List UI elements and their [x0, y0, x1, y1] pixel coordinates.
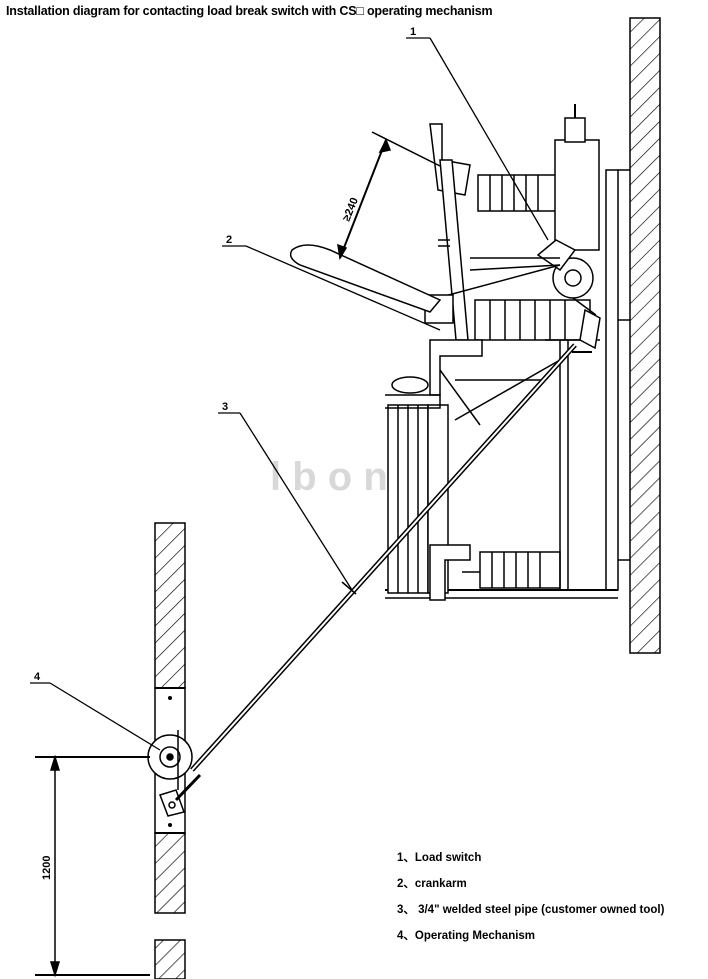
watermark-text: l b o n: [270, 455, 388, 499]
callout-leaders: [30, 37, 549, 751]
callout-4: 4: [34, 671, 41, 683]
clearance-dimension: [337, 131, 441, 261]
right-wall: [629, 17, 661, 654]
callout-1: 1: [410, 26, 416, 38]
load-switch: [289, 104, 630, 601]
diagram-title: Installation diagram for contacting load…: [6, 4, 493, 18]
callout-2: 2: [226, 234, 232, 246]
legend-item-crankarm: 2、crankarm: [397, 878, 467, 890]
operating-mechanism: [147, 730, 202, 817]
steel-pipe: [190, 343, 577, 772]
height-dimension: [35, 754, 150, 978]
legend-item-load-switch: 1、Load switch: [397, 852, 482, 864]
legend: 1、Load switch 2、crankarm 3、 3/4" welded …: [397, 849, 664, 953]
height-dimension-text: 1200: [41, 856, 53, 880]
legend-item-operating-mechanism: 4、Operating Mechanism: [397, 930, 536, 942]
callout-3: 3: [222, 401, 228, 413]
legend-item-steel-pipe: 3、 3/4" welded steel pipe (customer owne…: [397, 904, 665, 916]
